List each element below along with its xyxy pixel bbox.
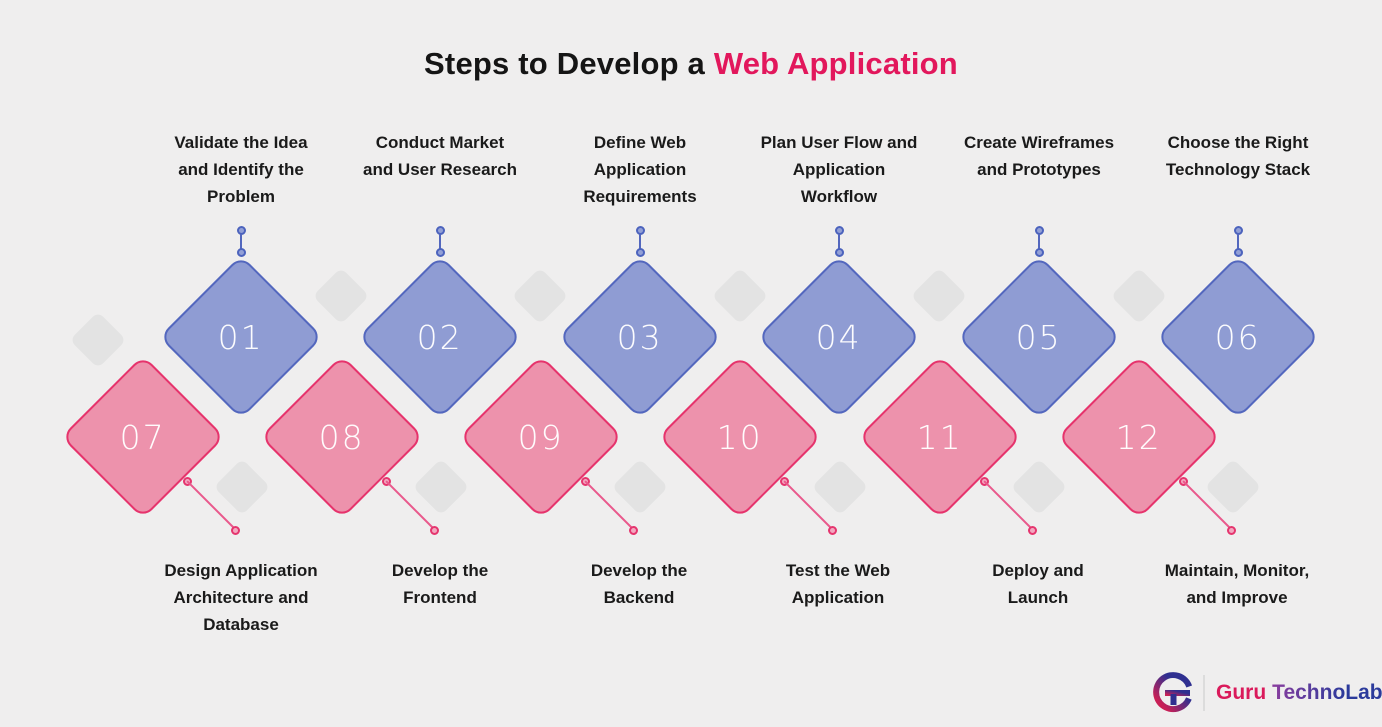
step-label-line: Conduct Market [375, 133, 505, 152]
step-label-line: Maintain, Monitor, [1164, 561, 1310, 580]
step-label-line: and User Research [362, 160, 518, 179]
step-diamond: 03 [557, 254, 723, 420]
brand-name: GuruTechnoLabs [1216, 681, 1382, 705]
step-number: 12 [1116, 417, 1162, 457]
step-label: Deploy and Launch [928, 557, 1148, 611]
brand-name-secondary: TechnoLabs [1272, 681, 1382, 704]
decor-diamond [711, 267, 769, 325]
brand-name-primary: Guru [1216, 681, 1267, 704]
connector-line [639, 234, 641, 250]
step-label-line: Choose the Right [1167, 133, 1309, 152]
step-label-line: Validate the Idea [174, 133, 308, 152]
step-label: Maintain, Monitor, and Improve [1127, 557, 1347, 611]
step-label: Choose the Right Technology Stack [1128, 129, 1348, 183]
step-label: Create Wireframes and Prototypes [929, 129, 1149, 183]
step-label: Plan User Flow and Application Workflow [729, 129, 949, 210]
connector-line [838, 234, 840, 250]
step-label-line: Architecture and [173, 588, 309, 607]
step-label-line: Define Web [593, 133, 687, 152]
step-label-line: Launch [1007, 588, 1069, 607]
step-number: 07 [120, 417, 166, 457]
connector-dot [636, 248, 645, 257]
step-diamond: 04 [756, 254, 922, 420]
decor-diamond [611, 458, 669, 516]
decor-diamond [1110, 267, 1168, 325]
connector-ring [1028, 526, 1037, 535]
connector-line [439, 234, 441, 250]
step-number: 03 [617, 317, 663, 357]
step-label-line: Plan User Flow and [760, 133, 918, 152]
connector-ring [430, 526, 439, 535]
step-label-line: Create Wireframes [963, 133, 1115, 152]
step-label: Develop the Backend [529, 557, 749, 611]
decor-diamond [69, 311, 127, 369]
step-diamond: 02 [357, 254, 523, 420]
step-label: Validate the Idea and Identify the Probl… [131, 129, 351, 210]
step-label: Test the Web Application [728, 557, 948, 611]
step-number: 08 [319, 417, 365, 457]
brand-logo: GuruTechnoLabs [1152, 670, 1382, 716]
step-label-line: Test the Web [785, 561, 891, 580]
step-label-line: Database [203, 615, 279, 634]
step-label-line: and Improve [1186, 588, 1288, 607]
step-diamond: 05 [956, 254, 1122, 420]
connector-ring [828, 526, 837, 535]
connector-line [1038, 234, 1040, 250]
step-label: Conduct Market and User Research [330, 129, 550, 183]
step-label-line: Backend [603, 588, 675, 607]
decor-diamond [213, 458, 271, 516]
title-text: Steps to Develop a [424, 46, 714, 81]
title-highlight: Web Application [713, 46, 958, 81]
connector-line [240, 234, 242, 250]
connector-dot [436, 248, 445, 257]
step-label-line: Frontend [403, 588, 477, 607]
step-label: Develop the Frontend [330, 557, 550, 611]
decor-diamond [412, 458, 470, 516]
step-label-line: and Prototypes [977, 160, 1101, 179]
connector-ring [629, 526, 638, 535]
step-label-line: and Identify the [178, 160, 304, 179]
step-label: Define Web Application Requirements [530, 129, 750, 210]
guru-technolabs-icon [1153, 672, 1193, 713]
step-label-line: Problem [206, 187, 276, 206]
connector-dot [835, 248, 844, 257]
step-label-line: Design Application [164, 561, 318, 580]
decor-diamond [312, 267, 370, 325]
connector-ring [231, 526, 240, 535]
step-number: 05 [1016, 317, 1062, 357]
step-number: 02 [417, 317, 463, 357]
connector-line [1237, 234, 1239, 250]
connector-dot [237, 248, 246, 257]
step-number: 06 [1215, 317, 1261, 357]
step-number: 01 [218, 317, 264, 357]
decor-diamond [910, 267, 968, 325]
step-label-line: Workflow [800, 187, 878, 206]
connector-dot [1035, 248, 1044, 257]
decor-diamond [811, 458, 869, 516]
connector-dot [1234, 248, 1243, 257]
step-label-line: Technology Stack [1165, 160, 1311, 179]
step-label-line: Application [792, 160, 886, 179]
step-label-line: Application [791, 588, 885, 607]
step-diamond: 01 [158, 254, 324, 420]
step-label-line: Develop the [590, 561, 688, 580]
step-label-line: Deploy and [992, 561, 1084, 580]
step-label: Design Application Architecture and Data… [131, 557, 351, 638]
decor-diamond [511, 267, 569, 325]
step-number: 04 [816, 317, 862, 357]
connector-ring [1227, 526, 1236, 535]
step-number: 10 [717, 417, 763, 457]
step-label-line: Application [593, 160, 687, 179]
page-title: Steps to Develop a Web Application [0, 46, 1382, 82]
step-number: 09 [518, 417, 564, 457]
step-diamond: 06 [1155, 254, 1321, 420]
decor-diamond [1204, 458, 1262, 516]
step-number: 11 [917, 417, 963, 457]
step-label-line: Requirements [583, 187, 697, 206]
decor-diamond [1010, 458, 1068, 516]
logo-divider [1203, 675, 1205, 711]
step-label-line: Develop the [391, 561, 489, 580]
